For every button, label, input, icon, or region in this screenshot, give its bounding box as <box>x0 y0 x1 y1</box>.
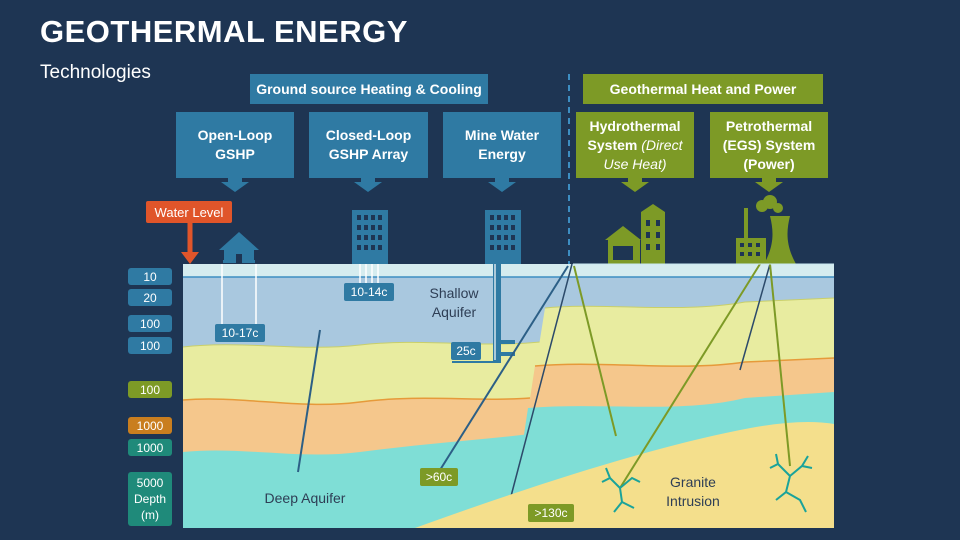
petrothermal-card: Petrothermal (EGS) System (Power) <box>710 112 828 178</box>
depth-unit: (m) <box>141 508 159 522</box>
depth-10: 10 <box>128 268 172 285</box>
office-building-icon <box>352 210 388 264</box>
closed-loop-line2: GSHP Array <box>328 146 409 162</box>
fracture-right-icon <box>769 453 813 513</box>
town-icon <box>605 204 665 264</box>
depth-label: Depth <box>133 492 167 506</box>
mine-shaft <box>493 262 501 362</box>
temp-mine-water: 25c <box>451 342 481 360</box>
hydrothermal-arrow <box>621 178 649 192</box>
deep-well-60c <box>439 265 569 471</box>
mine-water-line2: Energy <box>478 146 526 162</box>
page-title: GEOTHERMAL ENERGY <box>40 14 408 49</box>
power-plant-icon <box>736 195 796 264</box>
petrothermal-arrow <box>755 178 783 192</box>
fault-line-right <box>739 263 771 371</box>
page-subtitle: Technologies <box>40 62 151 83</box>
deep-aquifer-label: Deep Aquifer <box>264 490 346 506</box>
orange-layer-edge <box>182 397 531 406</box>
hydrothermal-line2: System <box>587 136 638 153</box>
yellow-layer-edge <box>182 341 541 348</box>
petrothermal-line3: (Power) <box>743 155 795 172</box>
temp-closed-loop: 10-14c <box>344 283 394 301</box>
water-table-band <box>183 264 834 277</box>
depth-1000-a: 1000 <box>128 417 172 434</box>
geothermal-power-header: Geothermal Heat and Power <box>583 74 823 104</box>
shallow-aquifer-line2: Aquifer <box>431 304 477 320</box>
hydrothermal-line1: Hydrothermal <box>589 117 681 134</box>
deep-aquifer-layer <box>183 434 530 528</box>
closed-loop-arrow <box>354 178 382 192</box>
depth-20: 20 <box>128 289 172 306</box>
shallow-aquifer-line1: Shallow <box>429 285 479 301</box>
open-loop-line1: Open-Loop <box>197 127 273 143</box>
water-level-label: Water Level <box>146 201 232 223</box>
hydrothermal-line2-italic: (Direct <box>641 136 683 153</box>
depth-1000-b: 1000 <box>128 439 172 456</box>
granite-line1: Granite <box>670 474 716 490</box>
depth-100-b: 100 <box>128 337 172 354</box>
granite-intrusion <box>415 422 834 528</box>
petrothermal-line1: Petrothermal <box>725 117 813 134</box>
deep-aquifer-well <box>297 329 321 473</box>
mine-building-icon <box>485 210 521 264</box>
granite-line2: Intrusion <box>666 493 720 509</box>
hydrothermal-well <box>573 265 617 437</box>
egs-well-1 <box>619 263 761 489</box>
temp-deep: >60c <box>420 468 458 486</box>
depth-5000: 5000 Depth (m) <box>128 472 172 526</box>
fracture-left-icon <box>601 467 641 513</box>
fault-block-yellow-edge <box>544 297 835 309</box>
mine-water-arrow <box>488 178 516 192</box>
fault-block-orange-edge <box>534 357 835 367</box>
depth-5000-value: 5000 <box>136 476 164 490</box>
egs-well-2 <box>769 263 791 467</box>
open-loop-line2: GSHP <box>215 146 255 162</box>
house-icon <box>219 232 259 263</box>
depth-100-a: 100 <box>128 315 172 332</box>
temp-open-loop: 10-17c <box>215 324 265 342</box>
mine-water-line1: Mine Water <box>464 127 540 143</box>
petrothermal-line2: (EGS) System <box>722 136 816 153</box>
ground-source-header: Ground source Heating & Cooling <box>250 74 488 104</box>
hydrothermal-line3-italic: Use Heat) <box>603 155 667 172</box>
open-loop-arrow <box>221 178 249 192</box>
closed-loop-line1: Closed-Loop <box>325 127 412 143</box>
temp-granite: >130c <box>528 504 574 522</box>
depth-100-c: 100 <box>128 381 172 398</box>
fault-line-left <box>509 263 573 501</box>
